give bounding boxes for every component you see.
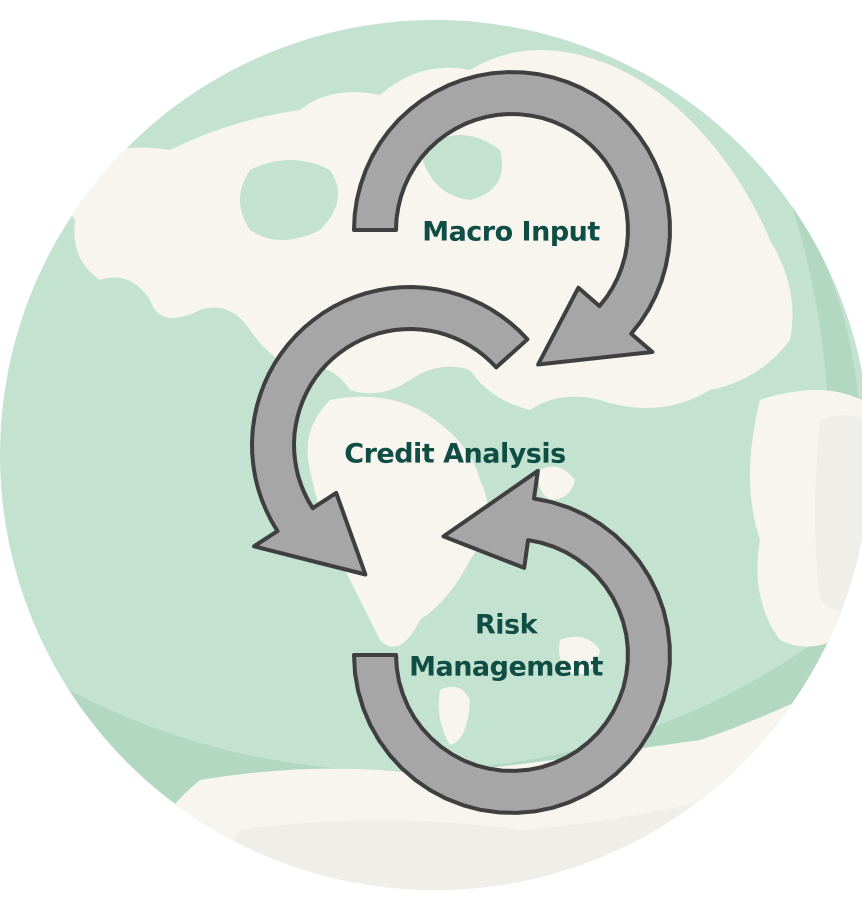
clockwise-circular-arrow-icon	[352, 468, 672, 815]
step-labels: Macro Input Credit Analysis Risk Managem…	[344, 217, 604, 683]
land-africa	[307, 396, 488, 647]
counterclockwise-curved-arrow-icon	[250, 285, 530, 577]
island	[438, 686, 470, 745]
step-label-credit-analysis: Credit Analysis	[344, 439, 565, 470]
land-east-shade	[815, 415, 862, 610]
island	[538, 466, 575, 500]
arrows-layer	[250, 70, 672, 815]
inland-sea	[240, 160, 338, 240]
clockwise-curved-arrow-icon	[352, 70, 672, 367]
step-label-risk: Risk	[475, 610, 539, 641]
island	[559, 636, 600, 675]
step-label-management: Management	[409, 652, 603, 683]
inland-sea-2	[420, 135, 502, 200]
step-label-macro-input: Macro Input	[422, 217, 600, 248]
